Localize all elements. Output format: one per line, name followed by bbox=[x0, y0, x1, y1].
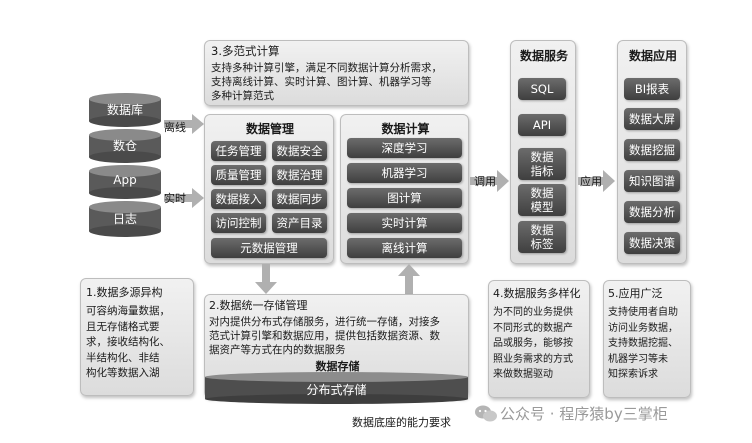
realtime-label: 实时 bbox=[164, 192, 186, 205]
offline-arrow bbox=[164, 114, 204, 134]
data-compute-title: 数据计算 bbox=[381, 122, 430, 136]
data-screen-box: 数据大屏 bbox=[624, 108, 680, 130]
realtime-compute-box: 实时计算 bbox=[347, 213, 462, 233]
data-management-title: 数据管理 bbox=[245, 122, 294, 136]
sql-box: SQL bbox=[518, 78, 566, 100]
knowledge-graph-box: 知识图谱 bbox=[624, 170, 680, 192]
application-breadth-text: 支持使用者自助 访问业务数据， 支持数据挖掘、 机器学习等未 知探索诉求 bbox=[608, 307, 678, 380]
apply-arrow bbox=[578, 170, 615, 192]
access-control-box: 访问控制 bbox=[211, 213, 266, 233]
multi-source-panel: 1.数据多源异构 可容纳海量数据， 且无存储格式要 求，接收结构化、 半结构化、… bbox=[80, 278, 194, 396]
service-diversity-text: 为不同的业务提供 不同形式的数据产 品或服务，能够按 照业务需求的方式 来做数据… bbox=[493, 307, 573, 380]
compute-paradigm-panel: 3.多范式计算 支持多种计算引擎，满足不同数据计算分析需求， 支持离线计算、实时… bbox=[204, 40, 469, 106]
invoke-arrow bbox=[470, 170, 509, 192]
application-breadth-panel: 5.应用广泛 支持使用者自助 访问业务数据， 支持数据挖掘、 机器学习等未 知探… bbox=[603, 280, 691, 398]
data-metric-box: 数据 指标 bbox=[518, 148, 566, 180]
source-warehouse-label: 数仓 bbox=[112, 139, 137, 153]
management-storage-arrow bbox=[255, 264, 277, 294]
data-application-title: 数据应用 bbox=[628, 49, 677, 63]
offline-compute-box: 离线计算 bbox=[347, 238, 462, 258]
service-diversity-title: 4.数据服务多样化 bbox=[493, 287, 581, 300]
asset-catalog-box: 资产目录 bbox=[272, 213, 327, 233]
metadata-management-box: 元数据管理 bbox=[211, 238, 327, 258]
data-security-box: 数据安全 bbox=[272, 141, 327, 161]
multi-source-title: 1.数据多源异构 bbox=[86, 286, 163, 299]
watermark-text: 公众号 · 程序猿by三掌柜 bbox=[500, 405, 668, 423]
distributed-storage-cylinder bbox=[205, 372, 468, 404]
source-app-label: App bbox=[113, 173, 137, 187]
data-service-title: 数据服务 bbox=[519, 49, 568, 63]
database-cylinder bbox=[89, 93, 161, 127]
unified-storage-title: 2.数据统一存储管理 bbox=[209, 299, 308, 312]
offline-label: 离线 bbox=[164, 121, 186, 134]
quality-management-box: 质量管理 bbox=[211, 165, 266, 185]
data-mining-box: 数据挖掘 bbox=[624, 139, 680, 161]
api-box: API bbox=[518, 114, 566, 136]
source-log-label: 日志 bbox=[112, 212, 137, 226]
graph-compute-box: 图计算 bbox=[347, 188, 462, 208]
figure-caption: 数据底座的能力要求 bbox=[352, 416, 451, 429]
apply-label: 应用 bbox=[580, 175, 602, 188]
app-cylinder bbox=[89, 165, 161, 199]
task-management-box: 任务管理 bbox=[211, 141, 266, 161]
data-governance-box: 数据治理 bbox=[272, 165, 327, 185]
data-model-box: 数据 模型 bbox=[518, 184, 566, 216]
data-decision-box: 数据决策 bbox=[624, 232, 680, 254]
warehouse-cylinder bbox=[89, 129, 161, 163]
application-breadth-title: 5.应用广泛 bbox=[608, 287, 663, 300]
storage-compute-arrow bbox=[398, 264, 420, 294]
deep-learning-box: 深度学习 bbox=[347, 138, 462, 158]
invoke-label: 调用 bbox=[474, 175, 496, 188]
realtime-arrow bbox=[164, 188, 204, 208]
compute-paradigm-text: 支持多种计算引擎，满足不同数据计算分析需求， 支持离线计算、实时计算、图计算、机… bbox=[211, 62, 442, 102]
service-diversity-panel: 4.数据服务多样化 为不同的业务提供 不同形式的数据产 品或服务，能够按 照业务… bbox=[488, 280, 590, 398]
data-analysis-box: 数据分析 bbox=[624, 201, 680, 223]
data-ingestion-box: 数据接入 bbox=[211, 189, 266, 209]
multi-source-text: 可容纳海量数据， 且无存储格式要 求，接收结构化、 半结构化、非结 构化等数据入… bbox=[86, 305, 170, 379]
data-sync-box: 数据同步 bbox=[272, 189, 327, 209]
data-storage-label: 数据存储 bbox=[315, 360, 360, 373]
compute-paradigm-title: 3.多范式计算 bbox=[211, 44, 280, 58]
wechat-icon bbox=[475, 405, 497, 422]
source-database-label: 数据库 bbox=[106, 103, 143, 117]
data-tag-box: 数据 标签 bbox=[518, 221, 566, 253]
log-cylinder bbox=[89, 201, 161, 237]
machine-learning-box: 机器学习 bbox=[347, 163, 462, 183]
distributed-storage-label: 分布式存储 bbox=[306, 383, 367, 397]
bi-report-box: BI报表 bbox=[624, 78, 680, 100]
unified-storage-text: 对内提供分布式存储服务，进行统一存储，对接多 范式计算引擎和数据应用，提供包括数… bbox=[209, 316, 440, 356]
